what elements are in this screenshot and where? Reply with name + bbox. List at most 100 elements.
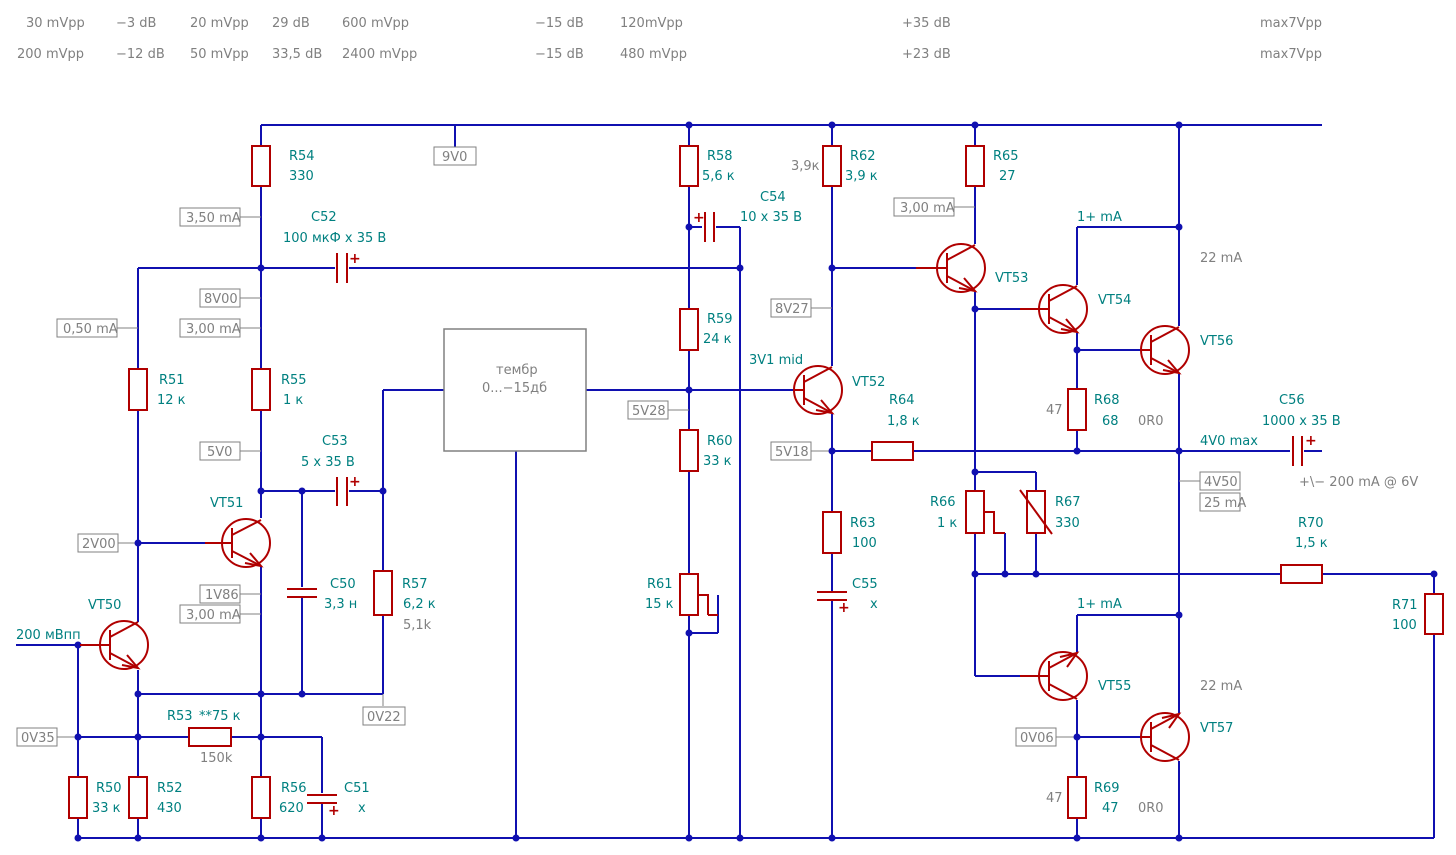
r52-ref: R52 [157,781,183,796]
resistor-r65 [965,145,985,187]
r68-alt-value: 47 [1046,403,1063,418]
r69-value: 47 [1102,801,1119,816]
r64-value: 1,8 к [887,414,920,429]
r55-value: 1 к [283,393,303,408]
c51-ref: C51 [344,781,370,796]
r69-alt-value: 47 [1046,791,1063,806]
output-max-note: 4V0 max [1200,434,1258,449]
r50-ref: R50 [96,781,122,796]
vt54-current: 1+ mA [1077,210,1122,225]
r56-value: 620 [279,801,304,816]
svg-text:+: + [349,474,361,490]
tone-control-block [443,328,587,452]
resistor-r62 [822,145,842,187]
r68-ref: R68 [1094,393,1120,408]
r54-ref: R54 [289,149,315,164]
spec-1-2: −3 dB [116,16,156,31]
r61-ref: R61 [647,577,673,592]
resistor-r66 [965,490,985,534]
spec-2-7: 480 mVpp [620,47,687,62]
wires [16,124,1435,839]
c50-value: 3,3 н [324,597,357,612]
r53-ref: R53 [167,709,193,724]
c51-value: x [358,801,366,816]
r51-ref: R51 [159,373,185,388]
resistor-r64 [871,441,914,461]
r66-ref: R66 [930,495,956,510]
r68-value: 68 [1102,414,1119,429]
spec-row-1: 30 mVpp −3 dB 20 mVpp 29 dB 600 mVpp −15… [26,16,1322,31]
transistor-vt54 [1020,284,1088,334]
c53-value: 5 x 35 B [301,455,355,470]
r63-value: 100 [852,536,877,551]
resistor-r54 [251,145,271,187]
transistor-vt52 [793,365,843,415]
spec-1-5: 600 mVpp [342,16,409,31]
vt56-current: 22 mA [1200,251,1242,266]
r57-value: 6,2 к [403,597,436,612]
c55-value: x [870,597,878,612]
r53-alt-value: 150k [200,751,233,766]
r62-value: 3,9 к [845,169,878,184]
label-4v50: 4V50 [1204,475,1238,490]
r50-value: 33 к [92,801,121,816]
spec-2-6: −15 dB [535,47,584,62]
spec-1-4: 29 dB [272,16,310,31]
label-vt51-emitter-current: 3,00 mA [186,608,241,623]
spec-2-4: 33,5 dB [272,47,322,62]
r69-note: 0R0 [1138,801,1164,816]
spec-2-8: +23 dB [902,47,951,62]
resistor-r53 [188,727,232,747]
c52-value: 100 мкФ x 35 B [283,231,386,246]
vt51-ref: VT51 [210,496,243,511]
vt56-ref: VT56 [1200,334,1233,349]
transistor-vt57 [1140,712,1190,762]
resistor-r58 [679,145,699,187]
label-output-current: 25 mA [1204,496,1246,511]
r60-value: 33 к [703,454,732,469]
label-r55-current: 3,00 mA [186,322,241,337]
transistor-vt53 [916,243,986,293]
r65-ref: R65 [993,149,1019,164]
resistor-r50 [68,776,88,819]
resistor-r59 [679,308,699,351]
input-signal-label: 200 мBпп [16,628,81,643]
label-r65-current: 3,00 mA [900,201,955,216]
trimmer-wiper-r61 [698,594,709,615]
vt55-ref: VT55 [1098,679,1131,694]
transistors [80,243,1190,762]
label-5v28: 5V28 [632,404,666,419]
resistor-r57 [373,570,393,616]
r71-ref: R71 [1392,598,1418,613]
label-8v27: 8V27 [775,302,809,317]
spec-2-2: −12 dB [116,47,165,62]
spec-row-2: 200 mVpp −12 dB 50 mVpp 33,5 dB 2400 mVp… [17,47,1322,62]
resistor-r60 [679,429,699,472]
c55-ref: C55 [852,577,878,592]
c56-ref: C56 [1279,393,1305,408]
spec-1-1: 30 mVpp [26,16,85,31]
vt57-current: 22 mA [1200,679,1242,694]
r70-value: 1,5 к [1295,536,1328,551]
vt53-ref: VT53 [995,271,1028,286]
c54-value: 10 x 35 B [740,210,802,225]
svg-text:+: + [693,210,705,226]
spec-1-8: +35 dB [902,16,951,31]
r60-ref: R60 [707,434,733,449]
vt55-current: 1+ mA [1077,597,1122,612]
r71-value: 100 [1392,618,1417,633]
r63-ref: R63 [850,516,876,531]
c52-ref: C52 [311,210,337,225]
resistor-r68 [1067,388,1087,431]
resistor-r71 [1424,593,1444,635]
r55-ref: R55 [281,373,307,388]
transistor-vt51 [205,518,271,568]
spec-2-5: 2400 mVpp [342,47,417,62]
r57-alt-value: 5,1k [403,618,432,633]
node-labels: 9V0 3,50 mA 8V00 0,50 mA 3,00 mA 5V0 2V0… [16,146,1246,747]
svg-text:+: + [838,600,850,616]
r70-ref: R70 [1298,516,1324,531]
r62-alt-value: 3,9к [791,159,820,174]
label-9v0: 9V0 [442,150,467,165]
